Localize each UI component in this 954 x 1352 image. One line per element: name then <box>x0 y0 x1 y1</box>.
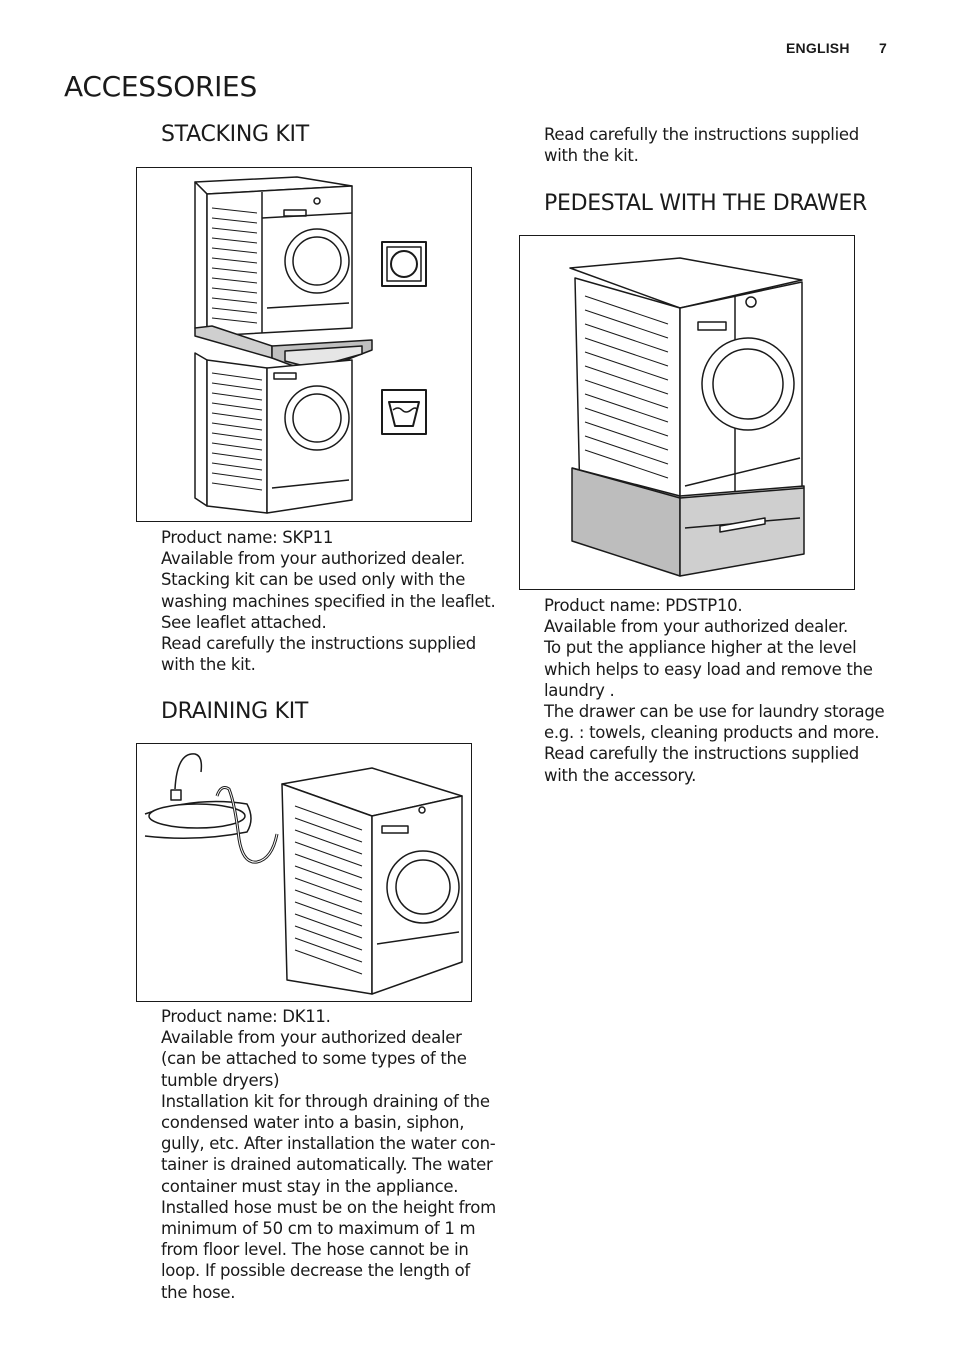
draining-line: gully, etc. After installation the water… <box>161 1134 496 1154</box>
stacking-line: washing machines specified in the leafle… <box>161 591 496 611</box>
page-title: ACCESSORIES <box>64 70 257 103</box>
pedestal-line: e.g. : towels, cleaning products and mor… <box>544 723 880 743</box>
right-intro-text: Read carefully the instructions supplied… <box>544 124 859 166</box>
intro-line: Read carefully the instructions supplied <box>544 125 859 144</box>
pedestal-line: Available from your authorized dealer. <box>544 617 848 637</box>
draining-kit-heading: DRAINING KIT <box>161 699 309 724</box>
draining-line: the hose. <box>161 1282 236 1302</box>
pedestal-line: laundry . <box>544 680 615 700</box>
pedestal-line: To put the appliance higher at the level <box>544 638 857 658</box>
stacking-line: with the kit. <box>161 655 256 675</box>
pedestal-text: Product name: PDSTP10. Available from yo… <box>544 595 885 786</box>
language-label: ENGLISH <box>786 40 850 56</box>
draining-line: from floor level. The hose cannot be in <box>161 1240 469 1260</box>
pedestal-line: which helps to easy load and remove the <box>544 659 873 679</box>
draining-line: (can be attached to some types of the <box>161 1049 467 1069</box>
stacking-line: Product name: SKP11 <box>161 528 334 547</box>
intro-line: with the kit. <box>544 146 639 166</box>
draining-line: tainer is drained automatically. The wat… <box>161 1155 493 1175</box>
draining-line: minimum of 50 cm to maximum of 1 m <box>161 1219 476 1239</box>
pedestal-line: with the accessory. <box>544 765 697 785</box>
draining-kit-illustration <box>136 743 472 1002</box>
draining-kit-text: Product name: DK11. Available from your … <box>161 1006 496 1303</box>
stacking-line: See leaflet attached. <box>161 612 327 632</box>
draining-line: Installation kit for through draining of… <box>161 1091 490 1111</box>
draining-line: Installed hose must be on the height fro… <box>161 1197 496 1217</box>
pedestal-line: Product name: PDSTP10. <box>544 596 743 615</box>
draining-line: Available from your authorized dealer <box>161 1028 462 1048</box>
stacking-kit-illustration <box>136 167 472 522</box>
pedestal-illustration <box>519 235 855 590</box>
stacking-line: Stacking kit can be used only with the <box>161 570 466 590</box>
draining-line: tumble dryers) <box>161 1070 280 1090</box>
stacking-kit-heading: STACKING KIT <box>161 122 309 147</box>
draining-line: loop. If possible decrease the length of <box>161 1261 470 1281</box>
page-number: 7 <box>879 40 887 56</box>
pedestal-line: The drawer can be use for laundry storag… <box>544 702 885 722</box>
pedestal-line: Read carefully the instructions supplied <box>544 744 859 764</box>
stacking-kit-text: Product name: SKP11 Available from your … <box>161 527 496 675</box>
draining-line: condensed water into a basin, siphon, <box>161 1113 465 1133</box>
stacking-line: Read carefully the instructions supplied <box>161 634 476 654</box>
draining-line: container must stay in the appliance. <box>161 1176 459 1196</box>
draining-line: Product name: DK11. <box>161 1007 331 1026</box>
stacking-line: Available from your authorized dealer. <box>161 549 465 569</box>
pedestal-heading: PEDESTAL WITH THE DRAWER <box>544 191 868 216</box>
